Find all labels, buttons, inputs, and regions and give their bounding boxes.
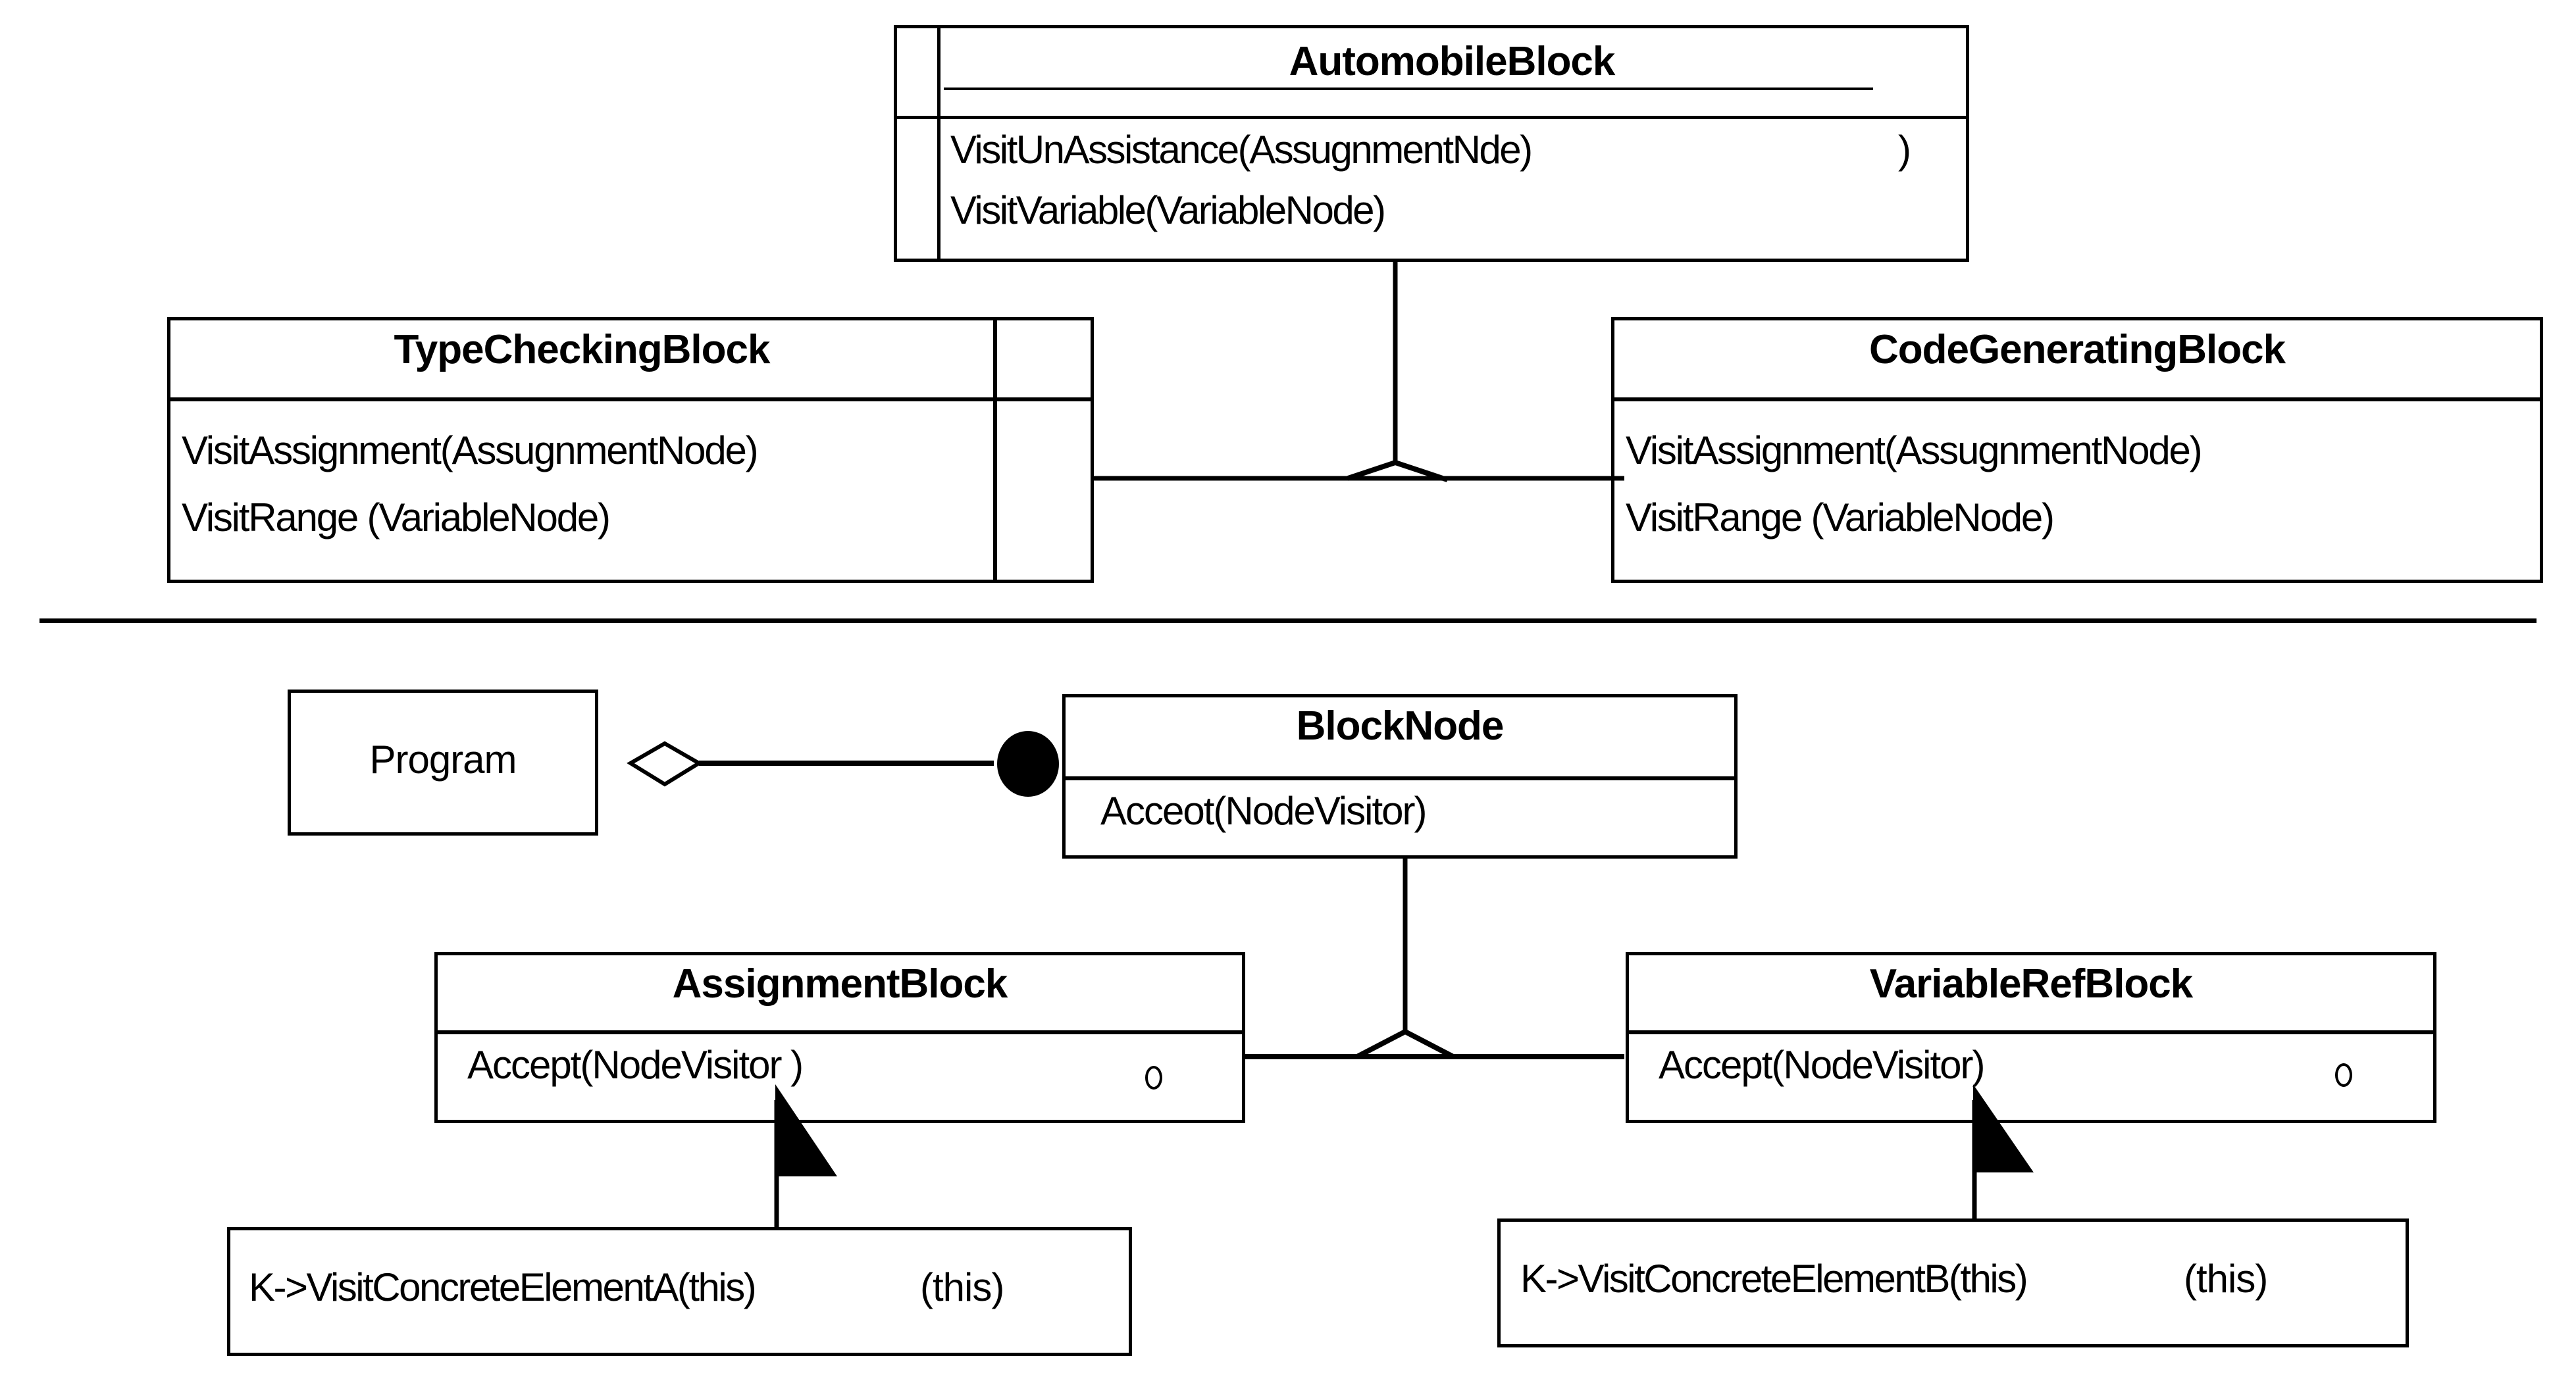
variablerefblock-interface-circle-icon [2335,1063,2352,1087]
typecheckingblock-name: TypeCheckingBlock [394,327,770,372]
codegeneratingblock-name-compartment-rule [1614,397,2540,401]
blocknode-name-compartment-rule [1066,776,1734,780]
automobileblock-operation-2: VisitVariable(VariableNode) [950,188,1386,232]
codegeneratingblock-operation-1: VisitAssignment(AssugnmentNode) [1626,428,2203,472]
note-left-text: K->VisitConcreteElementA(this) [249,1265,757,1309]
note-left-overlap-suffix: (this) [920,1265,1004,1309]
blocknode-operation-1: Acceot(NodeVisitor) [1100,789,1427,833]
automobileblock-title-underline [944,88,1873,90]
class-box-codegeneratingblock[interactable] [1611,317,2543,583]
note-right-text: K->VisitConcreteElementB(this) [1520,1257,2028,1301]
note-right-overlap-suffix: (this) [2184,1257,2268,1301]
section-separator-rule [39,618,2537,623]
automobileblock-left-column-rule [937,28,940,259]
note-box-right[interactable] [1497,1218,2409,1347]
generalization-triangle-upper-inner-icon [1399,463,1448,482]
automobileblock-name-compartment-rule [897,116,1966,119]
codegeneratingblock-name: CodeGeneratingBlock [1868,327,2286,372]
assignmentblock-name-compartment-rule [438,1030,1242,1034]
typecheckingblock-operation-1: VisitAssignment(AssugnmentNode) [182,428,759,472]
typecheckingblock-name-compartment-rule [170,397,1092,401]
composition-filled-circle-icon [997,731,1059,797]
aggregation-diamond-icon [627,741,703,787]
generalization-triangle-upper-icon [1347,460,1444,481]
generalization-triangle-lower-icon [1356,1029,1455,1059]
assignmentblock-operation-1: Accept(NodeVisitor ) [467,1043,804,1087]
class-box-automobileblock[interactable] [894,25,1969,262]
automobileblock-operation-1: VisitUnAssistance(AssugnmentNde) [950,128,1533,172]
class-box-typecheckingblock[interactable] [167,317,996,583]
variablerefblock-name: VariableRefBlock [1869,961,2194,1007]
note-box-left[interactable] [227,1227,1132,1356]
assignmentblock-name: AssignmentBlock [672,961,1008,1007]
class-box-program[interactable] [288,690,598,836]
class-box-assignmentblock[interactable] [434,952,1245,1123]
variablerefblock-operation-1: Accept(NodeVisitor) [1659,1043,1985,1087]
assignmentblock-interface-circle-icon [1145,1066,1162,1090]
variablerefblock-name-compartment-rule [1629,1030,2433,1034]
typecheckingblock-operation-2: VisitRange (VariableNode) [182,495,611,540]
typecheckingblock-right-column [994,317,1094,583]
automobileblock-name: AutomobileBlock [1289,39,1616,84]
program-name: Program [369,738,517,782]
blocknode-name: BlockNode [1296,703,1505,749]
automobileblock-operation-1-overlay-paren: ) [1898,128,1911,172]
codegeneratingblock-operation-2: VisitRange (VariableNode) [1626,495,2055,540]
